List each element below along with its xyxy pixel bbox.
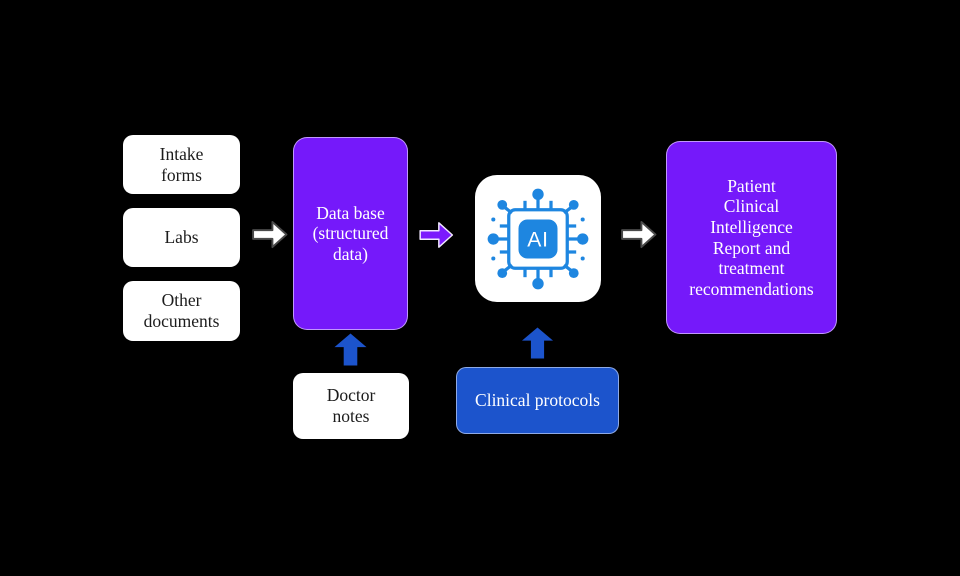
right-arrow-icon	[621, 220, 657, 249]
right-arrow-icon	[252, 220, 288, 249]
other-documents-label: Other documents	[143, 290, 220, 331]
labs-label: Labs	[164, 227, 199, 248]
flow-arrow-ai-to-report	[621, 220, 657, 249]
doctor-notes-label: Doctor notes	[326, 385, 376, 426]
database-label: Data base (structured data)	[312, 202, 389, 264]
node-other-documents: Other documents	[123, 281, 240, 341]
node-intake-forms: Intake forms	[123, 135, 240, 194]
node-report: Patient Clinical Intelligence Report and…	[666, 141, 837, 334]
flow-arrow-database-to-ai	[419, 221, 454, 249]
node-database: Data base (structured data)	[293, 137, 408, 330]
clinical-protocols-label: Clinical protocols	[475, 390, 600, 411]
flow-arrow-inputs-to-database	[252, 220, 288, 249]
node-labs: Labs	[123, 208, 240, 267]
up-arrow-icon	[521, 327, 554, 359]
flow-arrow-protocols-to-ai	[521, 327, 554, 359]
ai-chip-label: AI	[527, 228, 549, 251]
node-clinical-protocols: Clinical protocols	[456, 367, 619, 434]
node-ai-engine: AI	[475, 175, 601, 302]
ai-chip-icon: AI	[487, 188, 589, 289]
report-label: Patient Clinical Intelligence Report and…	[689, 175, 814, 299]
node-doctor-notes: Doctor notes	[293, 373, 409, 439]
right-arrow-icon	[419, 222, 454, 248]
up-arrow-icon	[334, 333, 367, 366]
intake-forms-label: Intake forms	[159, 143, 204, 185]
flow-arrow-doctor-notes-to-database	[334, 333, 367, 366]
